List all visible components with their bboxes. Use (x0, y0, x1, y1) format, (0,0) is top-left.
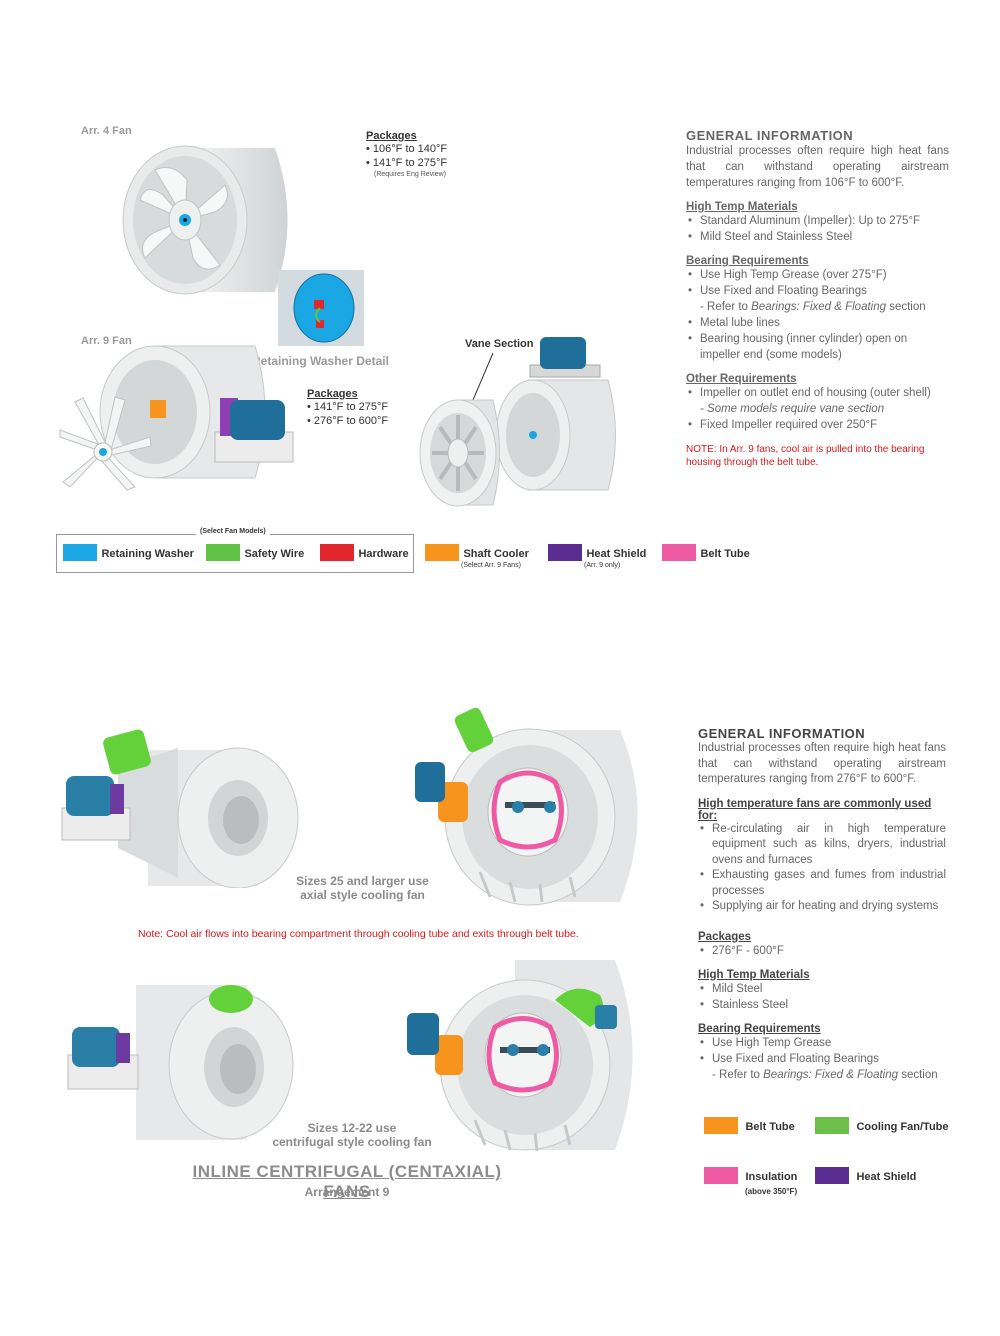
top-other-list: Impeller on outlet end of housing (outer… (686, 385, 949, 433)
bottom-bearing-title: Bearing Requirements (698, 1022, 821, 1035)
swatch-hardware (320, 544, 354, 562)
top-info-intro: Industrial processes often require high … (686, 145, 949, 189)
bottom-legend-belt-tube: Belt Tube (704, 1117, 795, 1135)
vane-section-label: Vane Section (465, 338, 534, 350)
centaxial-axial-exterior-image (58, 728, 308, 888)
top-materials-list: Standard Aluminum (Impeller): Up to 275°… (686, 213, 949, 245)
bottom-info-intro: Industrial processes often require high … (698, 742, 946, 785)
bottom-legend-heat-shield: Heat Shield (815, 1167, 916, 1185)
top-red-note: NOTE: In Arr. 9 fans, cool air is pulled… (686, 444, 925, 468)
top-general-info: GENERAL INFORMATION Industrial processes… (686, 128, 949, 469)
top-bearing-list: Use High Temp Grease (over 275°F) Use Fi… (686, 267, 949, 363)
arr9-fan-image (55, 342, 300, 492)
retaining-washer-image (278, 270, 364, 346)
packages-a: Packages • 106°F to 140°F • 141°F to 275… (366, 130, 448, 178)
vane-section-image (418, 335, 628, 510)
bottom-uses-title: High temperature fans are commonly used … (698, 797, 932, 822)
bottom-bearing-list: Use High Temp Grease Use Fixed and Float… (698, 1035, 946, 1083)
arr4-fan-image (115, 140, 300, 300)
bottom-general-info: GENERAL INFORMATION Industrial processes… (698, 726, 946, 1083)
bottom-materials-list: Mild Steel Stainless Steel (698, 981, 946, 1013)
bottom-info-heading: GENERAL INFORMATION (698, 726, 866, 741)
arr9-label: Arr. 9 Fan (81, 335, 132, 347)
bottom-legend-insulation: Insulation (704, 1167, 797, 1185)
bottom-red-note: Note: Cool air flows into bearing compar… (138, 928, 579, 940)
swatch-bottom-heat-shield (815, 1167, 849, 1185)
legend-item-shaft-cooler: Shaft Cooler (425, 544, 529, 562)
swatch-safety-wire (206, 544, 240, 562)
caption-axial: Sizes 25 and larger use axial style cool… (296, 874, 429, 902)
legend-item-belt-tube: Belt Tube (662, 544, 750, 562)
swatch-bottom-cooling-fan (815, 1117, 849, 1135)
bottom-packages-list: 276°F - 600°F (698, 943, 946, 959)
legend-item-hardware: Hardware (320, 544, 409, 562)
legend-sub-shaft-cooler: (Select Arr. 9 Fans) (461, 562, 521, 569)
caption-centrifugal: Sizes 12-22 use centrifugal style coolin… (272, 1121, 432, 1149)
legend-item-retaining-washer: Retaining Washer (63, 544, 194, 562)
bottom-legend-insulation-sub: (above 350°F) (745, 1187, 798, 1196)
top-other-title: Other Requirements (686, 373, 797, 385)
arr4-label: Arr. 4 Fan (81, 125, 132, 137)
swatch-heat-shield (548, 544, 582, 562)
centaxial-title: INLINE CENTRIFUGAL (CENTAXIAL) FANS (192, 1162, 502, 1201)
swatch-bottom-insulation (704, 1167, 738, 1185)
bottom-materials-title: High Temp Materials (698, 968, 810, 981)
legend-item-safety-wire: Safety Wire (206, 544, 304, 562)
legend-sub-heat-shield: (Arr. 9 only) (584, 562, 621, 569)
swatch-shaft-cooler (425, 544, 459, 562)
retaining-washer-detail-label: Retaining Washer Detail (252, 354, 389, 368)
top-materials-title: High Temp Materials (686, 201, 798, 213)
legend-item-heat-shield: Heat Shield (548, 544, 646, 562)
packages-b: Packages • 141°F to 275°F • 276°F to 600… (307, 388, 389, 427)
centaxial-centrifugal-exterior-image (66, 975, 306, 1145)
bottom-legend-cooling-fan: Cooling Fan/Tube (815, 1117, 949, 1135)
centaxial-axial-cutaway-image (410, 702, 655, 907)
bottom-packages-title: Packages (698, 930, 752, 943)
swatch-retaining-washer (63, 544, 97, 562)
legend-group-title: (Select Fan Models) (196, 528, 270, 535)
swatch-belt-tube (662, 544, 696, 562)
centaxial-subtitle: Arrangement 9 (304, 1185, 390, 1199)
top-bearing-title: Bearing Requirements (686, 255, 809, 267)
centaxial-centrifugal-cutaway-image (405, 955, 650, 1155)
swatch-bottom-belt-tube (704, 1117, 738, 1135)
bottom-uses-list: Re-circulating air in high temperature e… (698, 822, 946, 915)
top-info-heading: GENERAL INFORMATION (686, 128, 854, 143)
